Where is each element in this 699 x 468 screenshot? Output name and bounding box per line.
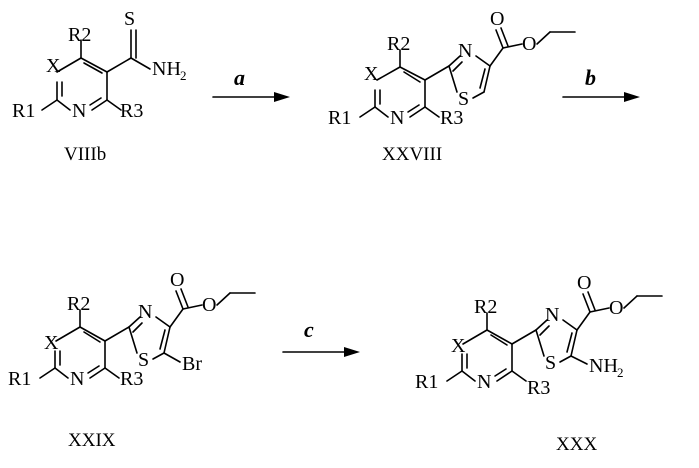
r3-label: R3 bbox=[120, 100, 143, 122]
x-label: X bbox=[46, 55, 61, 77]
reaction-arrow-c: c bbox=[283, 317, 360, 357]
reaction-arrow-a: a bbox=[213, 65, 290, 102]
ring-nitrogen-label: N bbox=[390, 107, 404, 129]
condition-label-b: b bbox=[585, 65, 596, 90]
r2-label: R2 bbox=[68, 24, 91, 46]
thiazole-sulfur-label: S bbox=[545, 352, 556, 374]
ester-oxygen-label: O bbox=[522, 33, 536, 55]
r1-label: R1 bbox=[415, 371, 438, 393]
r3-label: R3 bbox=[120, 368, 143, 390]
thiazole-nitrogen-label: N bbox=[545, 304, 559, 326]
thiazole-nitrogen-label: N bbox=[458, 40, 472, 62]
compound-xxix: O O N S Br R2 X N R1 R3 XXIX bbox=[8, 269, 255, 451]
amino-subscript: 2 bbox=[617, 365, 624, 380]
r3-label: R3 bbox=[527, 377, 550, 399]
ring-nitrogen-label: N bbox=[70, 368, 84, 390]
x-label: X bbox=[364, 63, 379, 85]
bromine-label: Br bbox=[182, 353, 202, 375]
compound-label-xxviii: XXVIII bbox=[382, 144, 442, 165]
sulfur-label: S bbox=[124, 8, 135, 30]
r2-label: R2 bbox=[387, 33, 410, 55]
compound-label-xxix: XXIX bbox=[68, 430, 116, 451]
thiazole-nitrogen-label: N bbox=[138, 301, 152, 323]
carbonyl-oxygen-label: O bbox=[577, 272, 591, 294]
amine-subscript: 2 bbox=[180, 68, 187, 83]
carbonyl-oxygen-label: O bbox=[170, 269, 184, 291]
compound-label-viiib: VIIIb bbox=[64, 144, 106, 165]
amino-label: NH bbox=[589, 355, 618, 377]
x-label: X bbox=[451, 335, 466, 357]
r2-label: R2 bbox=[474, 296, 497, 318]
r2-label: R2 bbox=[67, 293, 90, 315]
compound-xxviii: O O N S R2 X N R1 R3 XXVIII bbox=[328, 8, 575, 165]
compound-viiib: S NH 2 R2 X N R1 R3 VIIIb bbox=[12, 8, 187, 165]
ring-nitrogen-label: N bbox=[72, 100, 86, 122]
r1-label: R1 bbox=[328, 107, 351, 129]
carbonyl-oxygen-label: O bbox=[490, 8, 504, 30]
ester-oxygen-label: O bbox=[202, 294, 216, 316]
r1-label: R1 bbox=[12, 100, 35, 122]
r3-label: R3 bbox=[440, 107, 463, 129]
ring-nitrogen-label: N bbox=[477, 371, 491, 393]
x-label: X bbox=[44, 332, 59, 354]
compound-label-xxx: XXX bbox=[556, 434, 597, 455]
condition-label-a: a bbox=[234, 65, 245, 90]
condition-label-c: c bbox=[304, 317, 314, 342]
ester-oxygen-label: O bbox=[609, 297, 623, 319]
r1-label: R1 bbox=[8, 368, 31, 390]
amine-label: NH bbox=[152, 58, 181, 80]
reaction-arrow-b: b bbox=[563, 65, 640, 102]
compound-xxx: O O N S NH 2 R2 X N R1 R3 XXX bbox=[415, 272, 662, 455]
